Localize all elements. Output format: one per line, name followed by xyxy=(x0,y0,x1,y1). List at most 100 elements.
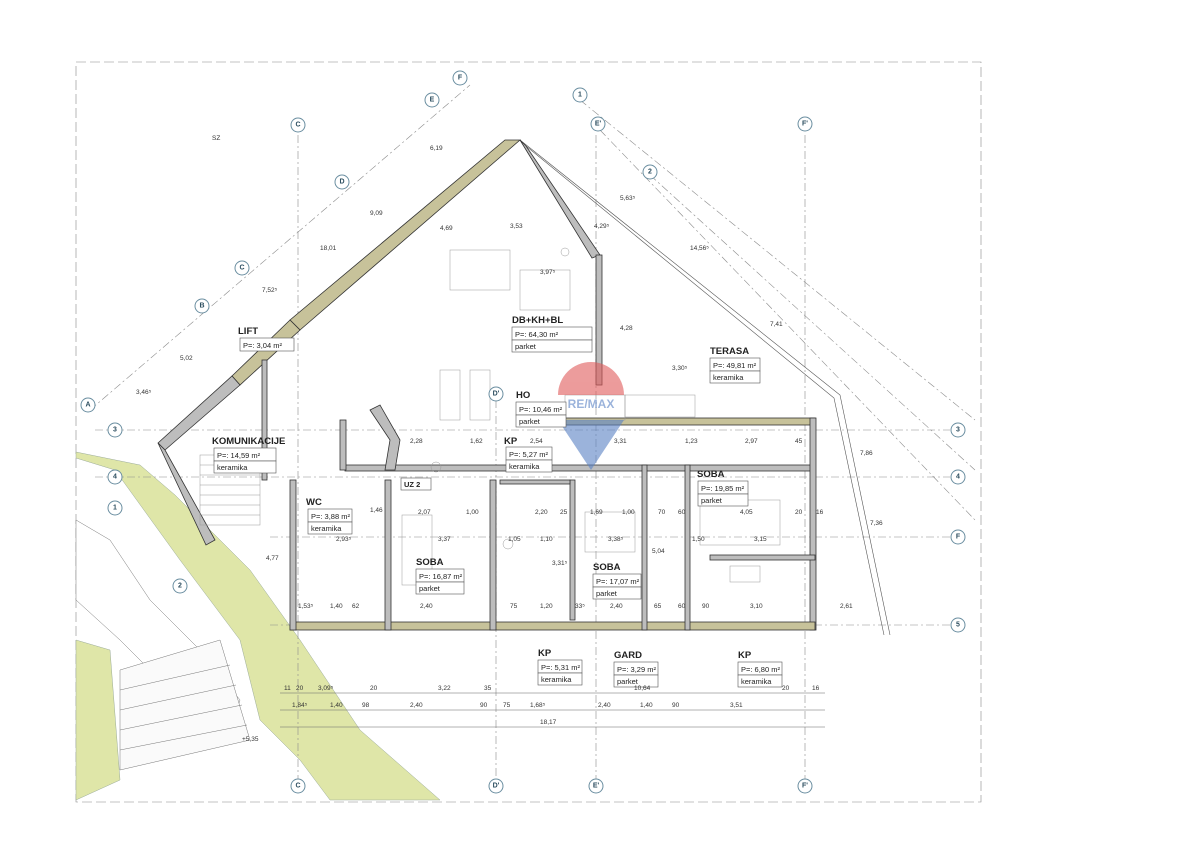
dimension-label: 4,77 xyxy=(266,555,279,562)
svg-text:RE/MAX: RE/MAX xyxy=(568,397,615,411)
svg-text:1: 1 xyxy=(578,92,582,99)
dimension-label: 1,46 xyxy=(370,507,383,514)
svg-text:B: B xyxy=(199,303,204,310)
dimension-label: 1,84⁵ xyxy=(292,702,308,709)
svg-text:LIFT: LIFT xyxy=(238,326,258,337)
svg-text:P=: 14,59 m²: P=: 14,59 m² xyxy=(217,451,261,460)
svg-text:KP: KP xyxy=(738,650,752,661)
svg-text:A: A xyxy=(85,402,90,409)
svg-text:P=: 10,46 m²: P=: 10,46 m² xyxy=(519,405,563,414)
room-bedroom-3: SOBA P=: 17,07 m² parket xyxy=(592,562,642,600)
dimension-label: 3,46⁵ xyxy=(136,389,152,396)
room-bathroom-kp-2: KP P=: 5,31 m² keramika xyxy=(537,648,583,686)
dimension-label: 2,93⁵ xyxy=(336,536,352,543)
svg-text:keramika: keramika xyxy=(741,677,772,686)
terrace-outline xyxy=(519,139,891,636)
dimension-label: 98 xyxy=(362,702,370,709)
dimension-label: 1,00 xyxy=(466,509,479,516)
dimension-label: 75 xyxy=(510,603,518,610)
terrain: +5,35 xyxy=(75,451,441,801)
dimension-label: 1,40 xyxy=(330,702,343,709)
dimension-label: 1,20 xyxy=(540,603,553,610)
svg-text:C: C xyxy=(239,265,244,272)
svg-text:2: 2 xyxy=(178,583,182,590)
svg-text:parket: parket xyxy=(701,496,723,505)
svg-text:P=: 5,31 m²: P=: 5,31 m² xyxy=(541,663,580,672)
grid-bubble: F' xyxy=(797,778,813,794)
svg-text:F: F xyxy=(956,534,961,541)
svg-text:parket: parket xyxy=(419,584,441,593)
room-terrace: TERASA P=: 49,81 m² keramika xyxy=(709,346,761,384)
dimension-label: 2,97 xyxy=(745,438,758,445)
dimension-label: 90 xyxy=(480,702,488,709)
svg-text:D: D xyxy=(339,179,344,186)
svg-text:C: C xyxy=(295,783,300,790)
dimension-label: 2,40 xyxy=(598,702,611,709)
dimension-label: 1,10 xyxy=(540,536,553,543)
svg-text:P=: 3,88 m²: P=: 3,88 m² xyxy=(311,512,350,521)
dimension-label: 2,28 xyxy=(410,438,423,445)
dimension-label: 16 xyxy=(816,509,824,516)
dimension-label: 4,29⁵ xyxy=(594,223,610,230)
room-living-kitchen-dining: DB+KH+BL P=: 64,30 m² parket xyxy=(511,315,593,353)
grid-bubble: F' xyxy=(797,116,813,132)
dimension-label: 65 xyxy=(654,603,662,610)
svg-text:KP: KP xyxy=(538,648,552,659)
dimension-label: 5,63⁵ xyxy=(620,195,636,202)
svg-text:parket: parket xyxy=(515,342,537,351)
dimension-label: 2,54 xyxy=(530,438,543,445)
dimension-label: 1,05 xyxy=(508,536,521,543)
dimension-label: 1,62 xyxy=(470,438,483,445)
dimension-label: 1,69 xyxy=(590,509,603,516)
grid-bubble: D xyxy=(334,174,350,190)
grid-bubble: 1 xyxy=(572,87,588,103)
grid-bubble: 4 xyxy=(950,469,966,485)
dimension-label: 33⁵ xyxy=(575,603,585,610)
svg-text:P=: 6,80 m²: P=: 6,80 m² xyxy=(741,665,780,674)
svg-text:1: 1 xyxy=(113,505,117,512)
dimension-label: 90 xyxy=(702,603,710,610)
room-bedroom-1: SOBA P=: 19,85 m² parket xyxy=(697,469,749,507)
dimension-label: 5,04 xyxy=(652,548,665,555)
dimension-label: 2,40 xyxy=(420,603,433,610)
svg-text:parket: parket xyxy=(617,677,639,686)
dimension-label: 3,31⁵ xyxy=(552,560,568,567)
svg-text:P=: 3,04 m²: P=: 3,04 m² xyxy=(243,341,282,350)
dimension-label: 7,36 xyxy=(870,520,883,527)
grid-bubble: C xyxy=(290,117,306,133)
svg-text:4: 4 xyxy=(113,474,117,481)
svg-text:SOBA: SOBA xyxy=(416,557,444,568)
grid-bubble: 2 xyxy=(642,164,658,180)
dimension-label: 14,56⁵ xyxy=(690,245,709,252)
svg-text:4: 4 xyxy=(956,474,960,481)
grid-bubble: E' xyxy=(590,116,606,132)
dimension-label: 2,20 xyxy=(535,509,548,516)
grid-bubble: D' xyxy=(488,778,504,794)
room-bathroom-kp: KP P=: 5,27 m² keramika xyxy=(504,436,553,473)
dimension-label: 3,15 xyxy=(754,536,767,543)
dimension-label: 25 xyxy=(560,509,568,516)
dimension-label: 3,51 xyxy=(730,702,743,709)
room-hallway: HO P=: 10,46 m² parket xyxy=(515,390,567,428)
svg-text:E': E' xyxy=(595,121,602,128)
dimension-label: 1,40 xyxy=(640,702,653,709)
exterior-stairs xyxy=(119,639,251,771)
grid-bubble: 4 xyxy=(107,469,123,485)
svg-text:P=: 16,87 m²: P=: 16,87 m² xyxy=(419,572,463,581)
room-communications: KOMUNIKACIJE P=: 14,59 m² keramika xyxy=(212,436,285,474)
grid-bubble: 3 xyxy=(107,422,123,438)
dimension-label: 3,10 xyxy=(750,603,763,610)
dimension-label: 1,40 xyxy=(330,603,343,610)
svg-text:P=: 17,07 m²: P=: 17,07 m² xyxy=(596,577,640,586)
grid-bubble: E xyxy=(424,92,440,108)
svg-text:E: E xyxy=(430,97,435,104)
svg-text:3: 3 xyxy=(113,427,117,434)
svg-text:P=: 5,27 m²: P=: 5,27 m² xyxy=(509,450,548,459)
grid-bubbles: F E C D C B A 1 E' F' 2 3 4 1 2 3 4 F 5 … xyxy=(80,70,966,794)
dimension-label: 20 xyxy=(296,685,304,692)
room-bedroom-2: SOBA P=: 16,87 m² parket xyxy=(415,557,465,595)
dimension-row-3: 18,17 xyxy=(540,719,557,726)
